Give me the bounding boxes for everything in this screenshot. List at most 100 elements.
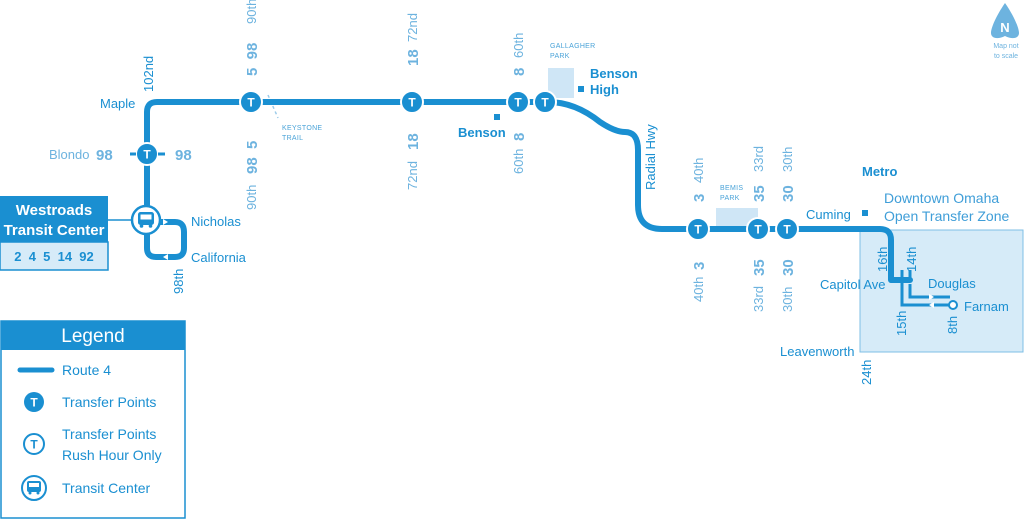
svg-text:T: T	[408, 96, 416, 110]
north-arrow-icon: N	[991, 3, 1019, 39]
gallagher-park-label-2: PARK	[550, 53, 570, 60]
legend-item-transfer: Transfer Points	[62, 394, 156, 410]
svg-text:T: T	[514, 96, 522, 110]
street-california: California	[191, 250, 247, 265]
benson-label: Benson	[458, 125, 506, 140]
legend-title: Legend	[61, 326, 124, 347]
metro-marker	[862, 210, 868, 216]
transfer-point-benson: T	[533, 90, 557, 114]
svg-text:T: T	[247, 96, 255, 110]
svg-text:T: T	[30, 396, 38, 410]
route-35-top: 35	[751, 185, 768, 202]
transit-center-title-2: Transit Center	[4, 222, 105, 239]
street-72nd-top: 72nd	[405, 13, 420, 42]
legend-item-transit-center: Transit Center	[62, 480, 151, 496]
transfer-point-90th: T	[239, 90, 263, 114]
street-102nd: 102nd	[141, 56, 156, 92]
transit-center-box: Westroads Transit Center 2 4 5 14 92	[0, 196, 109, 271]
transit-center-icon	[21, 475, 47, 501]
keystone-trail-label: KEYSTONE	[282, 125, 322, 132]
transfer-point-blondo: T	[135, 142, 159, 166]
bemis-park-label-2: PARK	[720, 195, 740, 202]
route-30-bottom: 30	[780, 259, 797, 276]
transfer-point-rush-icon: T	[23, 433, 45, 455]
map-not-to-scale-note-2: to scale	[994, 53, 1018, 60]
metro-label: Metro	[862, 164, 897, 179]
street-leavenworth: Leavenworth	[780, 344, 854, 359]
route-4-line	[144, 99, 913, 283]
svg-text:T: T	[143, 148, 151, 162]
downtown-transfer-zone	[859, 229, 1024, 353]
gallagher-park-label: GALLAGHER	[550, 43, 596, 50]
transfer-point-33rd: T	[746, 217, 770, 241]
street-blondo: Blondo	[49, 147, 89, 162]
svg-text:T: T	[541, 96, 549, 110]
street-15th: 15th	[894, 311, 909, 336]
zone-label-2: Open Transfer Zone	[884, 208, 1010, 224]
street-douglas: Douglas	[928, 276, 976, 291]
bus-icon	[138, 212, 154, 228]
street-72nd-bottom: 72nd	[405, 161, 420, 190]
street-maple: Maple	[100, 96, 135, 111]
street-98th: 98th	[171, 269, 186, 294]
street-90th-top: 90th	[244, 0, 259, 24]
legend: Legend Route 4 T Transfer Points T Trans…	[0, 320, 186, 519]
street-40th-bottom: 40th	[691, 277, 706, 302]
street-cuming: Cuming	[806, 207, 851, 222]
street-16th: 16th	[875, 247, 890, 272]
transit-center-routes: 2 4 5 14 92	[14, 249, 94, 264]
street-40th-top: 40th	[691, 158, 706, 183]
transit-center-title: Westroads	[16, 202, 92, 219]
legend-item-route: Route 4	[62, 362, 111, 378]
legend-item-transfer-rush-2: Rush Hour Only	[62, 447, 162, 463]
benson-high-marker	[578, 86, 584, 92]
route-18-bottom: 18	[405, 133, 422, 150]
zone-label: Downtown Omaha	[884, 190, 999, 206]
route-8-bottom: 8	[511, 133, 528, 141]
transfer-point-60th: T	[506, 90, 530, 114]
bemis-park	[716, 208, 758, 226]
street-nicholas: Nicholas	[191, 214, 241, 229]
route-30-top: 30	[780, 185, 797, 202]
street-33rd-top: 33rd	[751, 146, 766, 172]
street-radial-hwy: Radial Hwy	[643, 124, 658, 190]
benson-high-label: Benson	[590, 66, 638, 81]
westroads-transit-center-symbol	[130, 204, 162, 236]
street-33rd-bottom: 33rd	[751, 286, 766, 312]
svg-text:T: T	[783, 223, 791, 237]
transfer-point-30th: T	[775, 217, 799, 241]
street-8th: 8th	[945, 316, 960, 334]
street-30th-top: 30th	[780, 147, 795, 172]
svg-text:N: N	[1000, 20, 1009, 35]
street-farnam: Farnam	[964, 299, 1009, 314]
svg-text:T: T	[694, 223, 702, 237]
keystone-trail-label-2: TRAIL	[282, 135, 303, 142]
route-5-98-top: 5 98	[244, 43, 261, 76]
transfer-point-40th: T	[686, 217, 710, 241]
street-60th-top: 60th	[511, 33, 526, 58]
route-98-5-bottom: 98 5	[244, 141, 261, 174]
street-24th: 24th	[859, 360, 874, 385]
benson-marker	[494, 114, 500, 120]
bemis-park-label: BEMIS	[720, 185, 743, 192]
route-98-blondo-right: 98	[175, 147, 192, 164]
legend-item-transfer-rush: Transfer Points	[62, 426, 156, 442]
street-14th: 14th	[904, 247, 919, 272]
transfer-point-72nd: T	[400, 90, 424, 114]
street-60th-bottom: 60th	[511, 149, 526, 174]
street-90th-bottom: 90th	[244, 185, 259, 210]
svg-text:T: T	[30, 438, 38, 452]
route-18-top: 18	[405, 49, 422, 66]
street-capitol-ave: Capitol Ave	[820, 277, 886, 292]
map-not-to-scale-note: Map not	[993, 43, 1018, 50]
route-3-top: 3	[691, 194, 708, 202]
route-8-top: 8	[511, 68, 528, 76]
route-3-bottom: 3	[691, 262, 708, 270]
benson-high-label-2: High	[590, 82, 619, 97]
transfer-point-icon: T	[24, 392, 44, 412]
route-98-blondo-left: 98	[96, 147, 113, 164]
route-35-bottom: 35	[751, 259, 768, 276]
street-30th-bottom: 30th	[780, 287, 795, 312]
svg-text:T: T	[754, 223, 762, 237]
